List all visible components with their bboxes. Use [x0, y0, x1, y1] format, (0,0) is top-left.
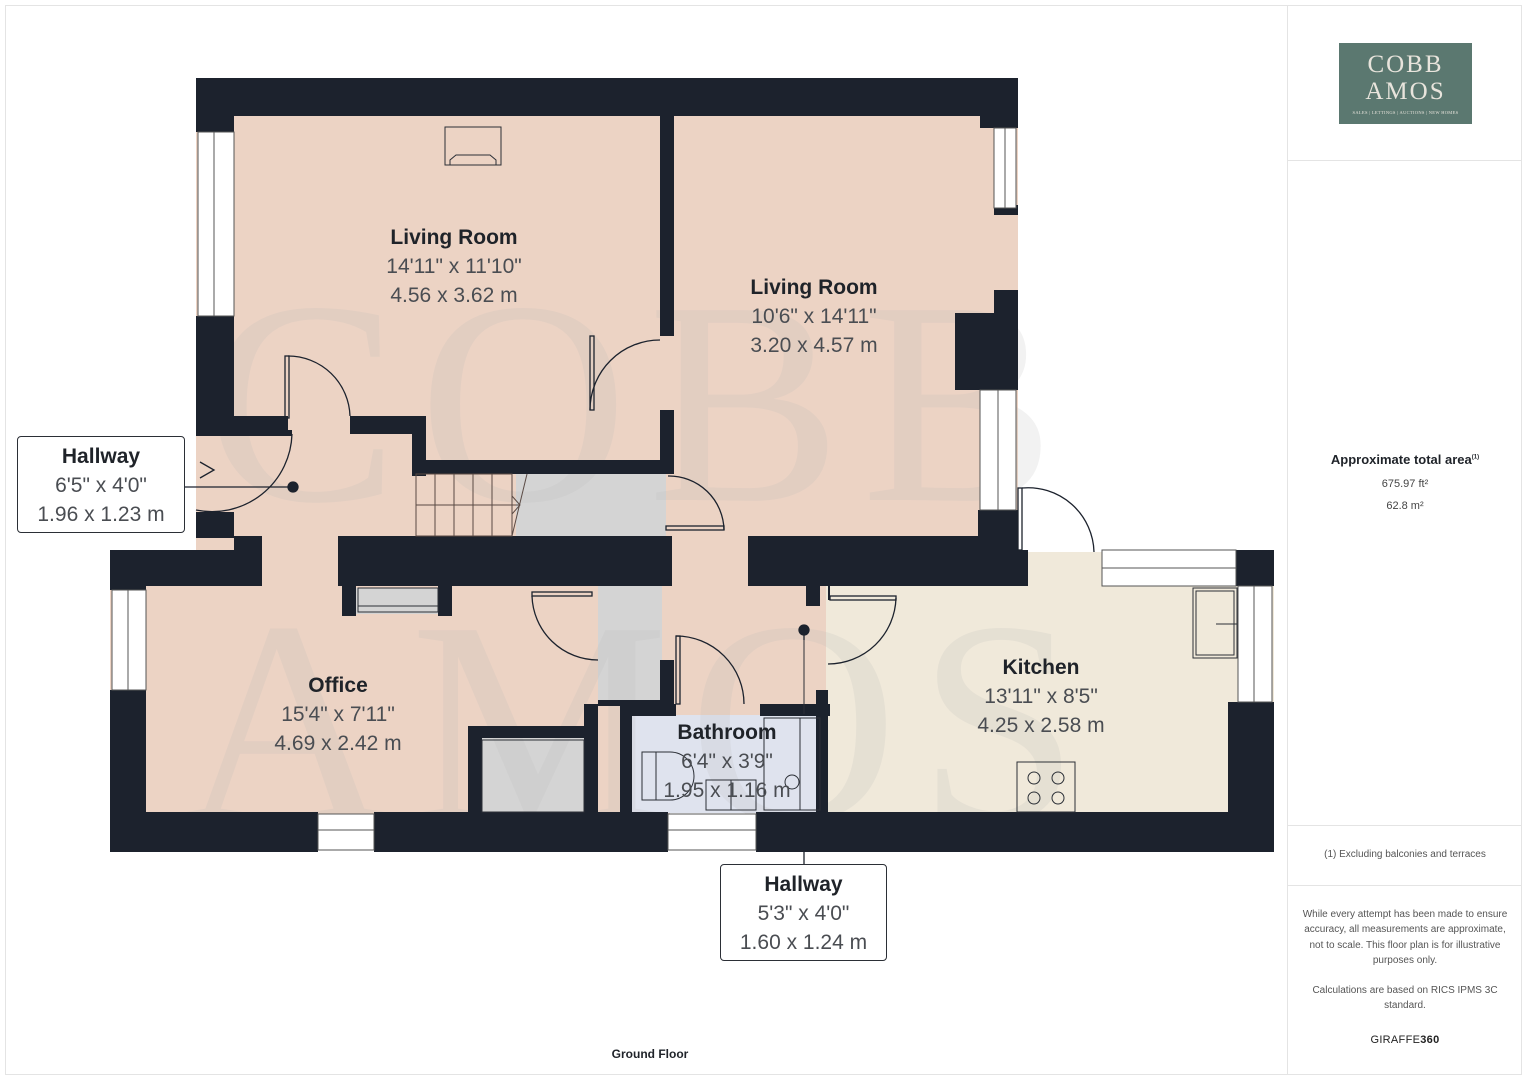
room-dim-imperial: 15'4" x 7'11": [281, 703, 395, 726]
logo-line-2: AMOS: [1365, 78, 1446, 105]
provider-suffix: 360: [1420, 1034, 1440, 1046]
brand-logo: COBB AMOS SALES | LETTINGS | AUCTIONS | …: [1339, 43, 1472, 124]
stair-landing: [516, 474, 666, 536]
room-dim-imperial: 14'11" x 11'10": [386, 255, 522, 278]
room-label-bathroom: Bathroom 6'4" x 3'9" 1.95 x 1.16 m: [663, 719, 790, 805]
cupboard-floor: [598, 586, 662, 702]
divider: [1288, 885, 1522, 886]
floor-plan: COBB AMOS: [110, 78, 1274, 883]
room-name: Living Room: [390, 226, 518, 249]
hob-icon: [1016, 761, 1076, 813]
room-name: Office: [308, 674, 368, 697]
bathroom-floor: [632, 715, 824, 813]
staircase: [415, 473, 528, 537]
doors: [195, 335, 1095, 705]
room-dim-metric: 4.56 x 3.62 m: [390, 284, 518, 307]
room-name: Bathroom: [677, 721, 777, 744]
room-dim-metric: 4.25 x 2.58 m: [977, 714, 1105, 737]
room-dim-imperial: 13'11" x 8'5": [984, 685, 1098, 708]
total-area-title: Approximate total area(1): [1288, 452, 1522, 467]
svg-text:COBB: COBB: [205, 242, 1075, 563]
walls: [110, 78, 1274, 852]
room-dim-imperial: 6'5" x 4'0": [55, 474, 147, 497]
callout-hallway-1: Hallway 6'5" x 4'0" 1.96 x 1.23 m: [17, 436, 185, 533]
provider-prefix: GIRAFFE: [1370, 1034, 1421, 1046]
floor-label: Ground Floor: [611, 1047, 689, 1061]
room-dim-metric: 3.20 x 4.57 m: [750, 334, 878, 357]
room-label-kitchen: Kitchen 13'11" x 8'5" 4.25 x 2.58 m: [977, 654, 1104, 740]
room-name: Living Room: [750, 276, 878, 299]
room-name: Hallway: [764, 873, 843, 896]
windows: [111, 127, 1273, 851]
callout-hallway-2: Hallway 5'3" x 4'0" 1.60 x 1.24 m: [720, 864, 887, 961]
fireplace-icon: [444, 126, 502, 166]
total-area-ft: 675.97 ft²: [1381, 478, 1429, 490]
room-dim-metric: 1.96 x 1.23 m: [37, 503, 165, 526]
disclaimer: While every attempt has been made to ens…: [1302, 909, 1508, 966]
total-area-title-text: Approximate total area: [1330, 452, 1472, 467]
room-dim-metric: 4.69 x 2.42 m: [274, 732, 402, 755]
room-label-living-room-1: Living Room 14'11" x 11'10" 4.56 x 3.62 …: [386, 224, 521, 310]
room-dim-metric: 1.60 x 1.24 m: [739, 931, 868, 954]
room-label-office: Office 15'4" x 7'11" 4.69 x 2.42 m: [274, 672, 401, 758]
room-label-living-room-2: Living Room 10'6" x 14'11" 3.20 x 4.57 m: [750, 274, 877, 360]
logo-line-1: COBB: [1367, 51, 1444, 78]
closet-floor: [356, 588, 438, 614]
divider: [1288, 825, 1522, 826]
logo-tagline: SALES | LETTINGS | AUCTIONS | NEW HOMES: [1352, 110, 1459, 115]
sink-icon: [1192, 587, 1238, 659]
kitchen-floor: [826, 552, 1274, 814]
info-sidebar: COBB AMOS SALES | LETTINGS | AUCTIONS | …: [1287, 5, 1522, 1075]
divider: [1288, 160, 1522, 161]
fixtures: [357, 126, 1238, 813]
calculation-note: Calculations are based on RICS IPMS 3C s…: [1312, 985, 1498, 1012]
toilet-icon: [641, 751, 695, 801]
room-dim-imperial: 10'6" x 14'11": [751, 305, 877, 328]
total-area-m: 62.8 m²: [1386, 500, 1424, 512]
room-name: Hallway: [61, 445, 141, 468]
room-dim-imperial: 6'4" x 3'9": [681, 750, 773, 773]
bath-icon: [763, 717, 821, 811]
room-dim-metric: 1.95 x 1.16 m: [663, 779, 791, 802]
storage-floor: [480, 738, 584, 814]
provider-brand: GIRAFFE360: [1288, 1034, 1522, 1046]
page-frame: [5, 5, 1522, 1075]
footnote: (1) Excluding balconies and terraces: [1324, 849, 1486, 860]
room-dim-imperial: 5'3" x 4'0": [757, 902, 850, 925]
callout-leaders: [185, 461, 810, 864]
footnote-marker: (1): [1471, 454, 1480, 461]
room-name: Kitchen: [1002, 656, 1080, 679]
